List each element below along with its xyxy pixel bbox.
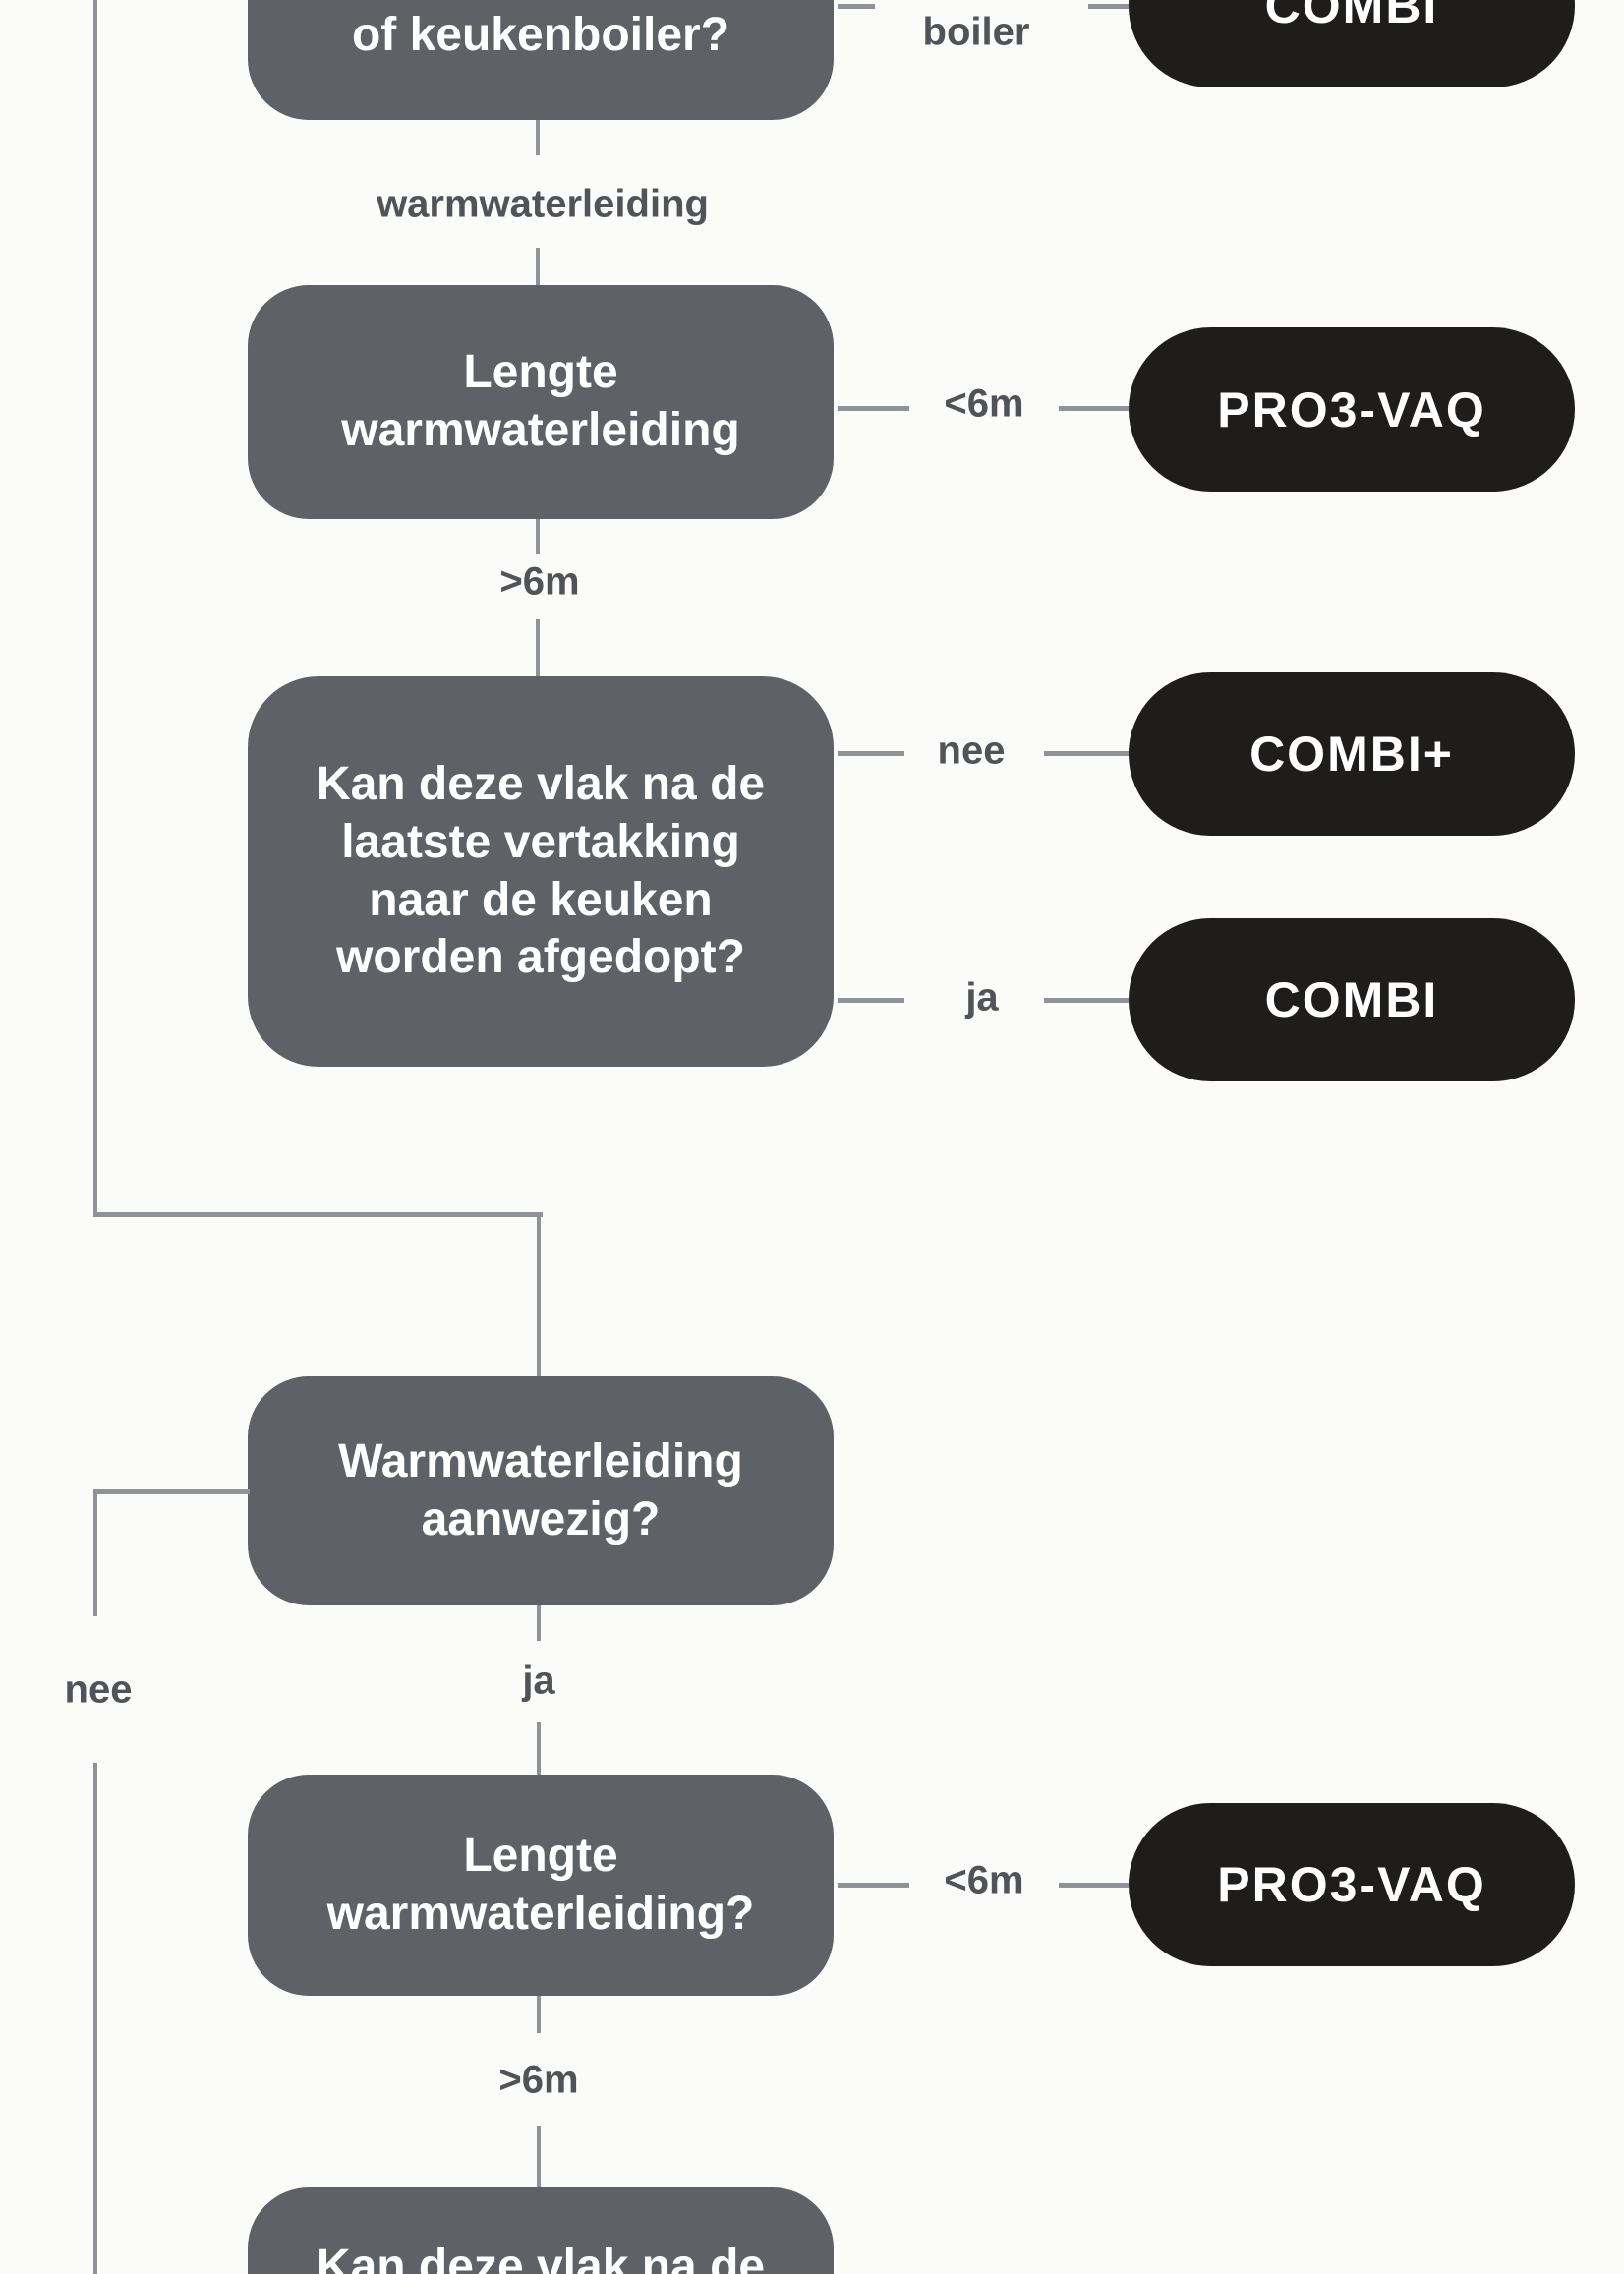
node-result-pro3vaq-2: PRO3-VAQ [1129,1803,1575,1966]
node-result-combiplus-label: COMBI+ [1249,727,1454,782]
edge-label-lt6m-1: <6m [944,381,1024,426]
edge-label-nee-2: nee [64,1667,133,1712]
node-result-pro3vaq-2-label: PRO3-VAQ [1217,1857,1486,1912]
node-question-aanwezig: Warmwaterleiding aanwezig? [248,1376,834,1605]
node-question-afgedopt-2: Kan deze vlak na de [248,2187,834,2274]
node-question-lengte-2-label: Lengte warmwaterleiding? [326,1829,755,1940]
connector-ja-2-seg-top [537,1605,541,1641]
connector-lt6m-1-dash-right [1059,406,1129,411]
node-question-keukenboiler-label: of keukenboiler? [351,9,730,62]
connector-gt6m-2-seg-bottom [537,2126,541,2187]
connector-left-main-vertical [93,0,97,1216]
node-question-keukenboiler: of keukenboiler? [248,0,834,120]
node-question-afgedopt-1-label: Kan deze vlak na de laatste vertakking n… [316,758,766,984]
node-result-combi-2-label: COMBI [1264,972,1439,1027]
connector-nee-2-horizontal [93,1489,250,1494]
node-question-lengte-1: Lengte warmwaterleiding [248,285,834,519]
edge-label-lt6m-2: <6m [944,1858,1024,1902]
edge-label-boiler: boiler [922,10,1030,54]
node-result-combi-2: COMBI [1129,918,1575,1081]
connector-gt6m-1-seg-top [536,519,540,554]
connector-lt6m-1-dash-left [838,406,909,411]
connector-ja-1-dash-left [838,998,904,1003]
connector-nee-1-dash-left [838,751,904,756]
connector-left-corner-horizontal [93,1212,543,1217]
connector-lt6m-2-dash-right [1059,1883,1129,1888]
node-question-afgedopt-2-label: Kan deze vlak na de [316,2241,766,2274]
edge-label-nee-1: nee [937,729,1006,773]
connector-ja-1-dash-right [1044,998,1129,1003]
connector-ja-2-seg-bottom [537,1722,541,1775]
node-result-pro3vaq-1: PRO3-VAQ [1129,327,1575,492]
connector-boiler-dash-left [838,4,875,9]
edge-label-ja-1: ja [965,975,999,1020]
edge-label-gt6m-1: >6m [499,559,580,604]
node-result-combi-top: COMBI [1129,0,1575,87]
connector-gt6m-1-seg-bottom [536,619,540,676]
connector-nee-2-vertical-bottom [93,1763,97,2274]
node-result-pro3vaq-1-label: PRO3-VAQ [1217,381,1486,437]
connector-warmwaterleiding-seg-bottom [536,248,540,285]
edge-label-ja-2: ja [522,1659,555,1703]
connector-gt6m-2-seg-top [537,1996,541,2033]
node-question-lengte-1-label: Lengte warmwaterleiding [341,346,740,456]
node-question-afgedopt-1: Kan deze vlak na de laatste vertakking n… [248,676,834,1067]
node-result-combiplus: COMBI+ [1129,672,1575,836]
node-result-combi-top-label: COMBI [1264,0,1439,33]
connector-lt6m-2-dash-left [838,1883,909,1888]
connector-nee-2-vertical-top [93,1489,97,1616]
connector-warmwaterleiding-seg-top [536,120,540,155]
connector-nee-1-dash-right [1044,751,1129,756]
edge-label-warmwaterleiding: warmwaterleiding [377,182,709,226]
node-question-aanwezig-label: Warmwaterleiding aanwezig? [338,1434,743,1545]
node-question-lengte-2: Lengte warmwaterleiding? [248,1775,834,1996]
connector-boiler-dash-right [1088,4,1129,9]
connector-drop-to-aanwezig [537,1212,541,1376]
edge-label-gt6m-2: >6m [498,2058,579,2102]
